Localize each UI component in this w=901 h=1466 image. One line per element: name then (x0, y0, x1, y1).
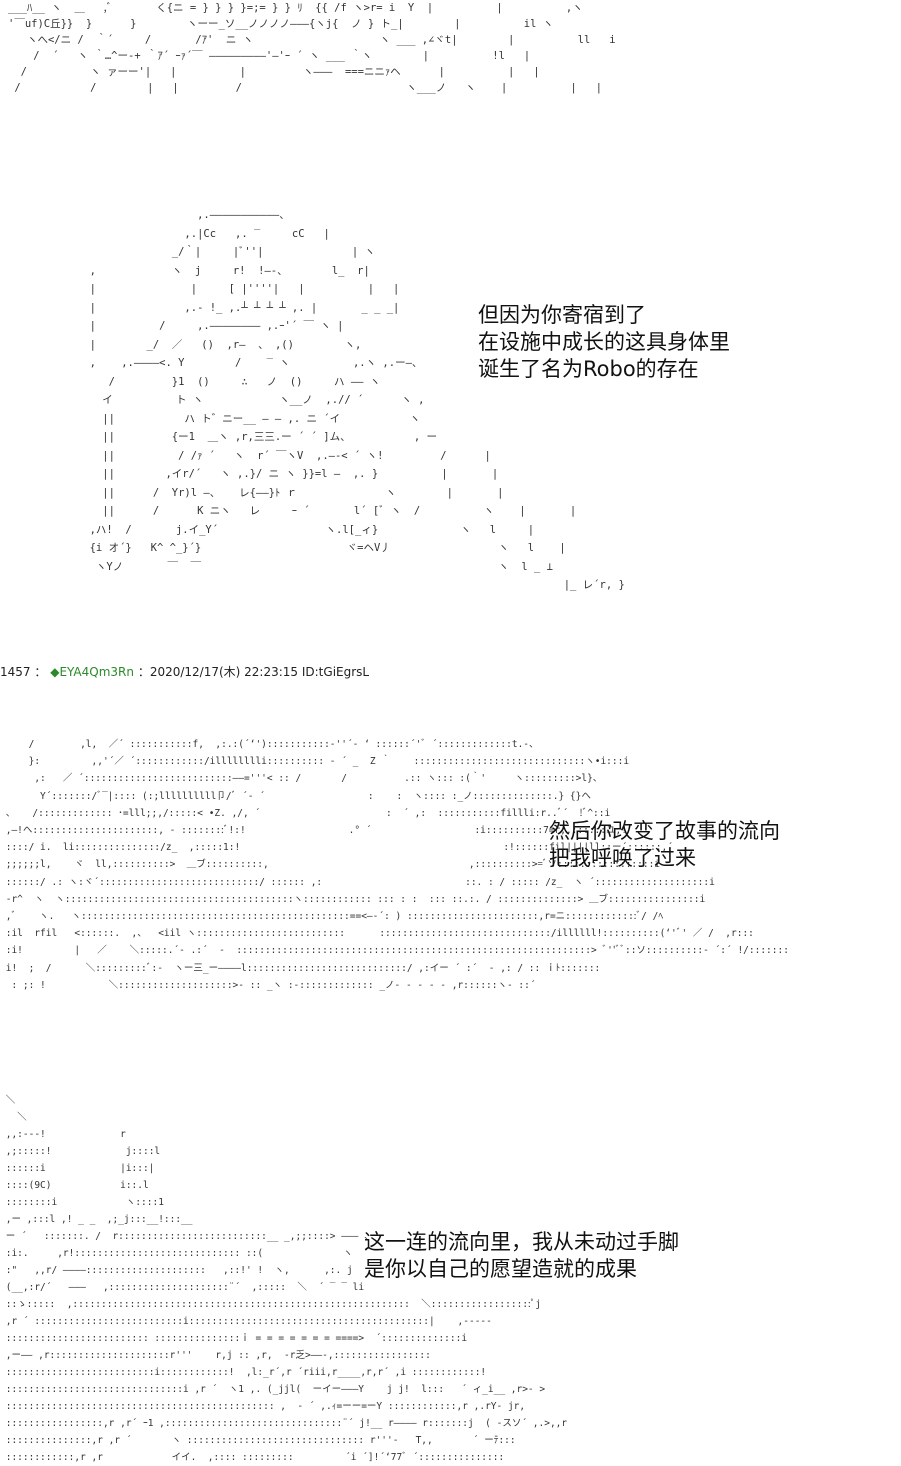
post-number: 1457 (0, 665, 31, 679)
caption-line: 在设施中成长的这具身体里 (478, 330, 730, 354)
caption-line: 把我呼唤了过来 (549, 846, 696, 870)
ascii-art-robot: ,.―――――――――――、 ,.|Cc ,. ‾ cC | _/｀| |ﾞ''… (89, 209, 625, 591)
caption-line: 是你以自己的愿望造就的成果 (364, 1257, 637, 1281)
post-header: 1457 ： ◆EYA4Qm3Rn ：2020/12/17(木) 22:23:1… (0, 662, 369, 682)
caption-story-change: 然后你改变了故事的流向 把我呼唤了过来 (549, 818, 780, 872)
caption-line: 然后你改变了故事的流向 (549, 819, 780, 843)
caption-line: 但因为你寄宿到了 (478, 303, 646, 327)
post-datetime-id: ：2020/12/17(木) 22:23:15 ID:tGiEgrsL (137, 665, 370, 679)
post-tripcode[interactable]: ◆EYA4Qm3Rn (50, 665, 134, 679)
caption-line: 诞生了名为Robo的存在 (478, 357, 699, 381)
caption-line: 这一连的流向里，我从未动过手脚 (364, 1230, 679, 1254)
ascii-art-top-fragment: ___ﾊ__ ヽ ＿ ,ﾞ く{ニ = } } } }=;= } } ﾘ {{ … (8, 2, 616, 94)
post-separator: ： (34, 665, 47, 679)
caption-robo-origin: 但因为你寄宿到了 在设施中成长的这具身体里 诞生了名为Robo的存在 (478, 302, 730, 383)
caption-own-wish: 这一连的流向里，我从未动过手脚 是你以自己的愿望造就的成果 (364, 1229, 679, 1283)
ascii-art-crowd-scene: / ,l, ／´ :::::::::::f, ,:.:(´‘')::::::::… (5, 739, 789, 991)
